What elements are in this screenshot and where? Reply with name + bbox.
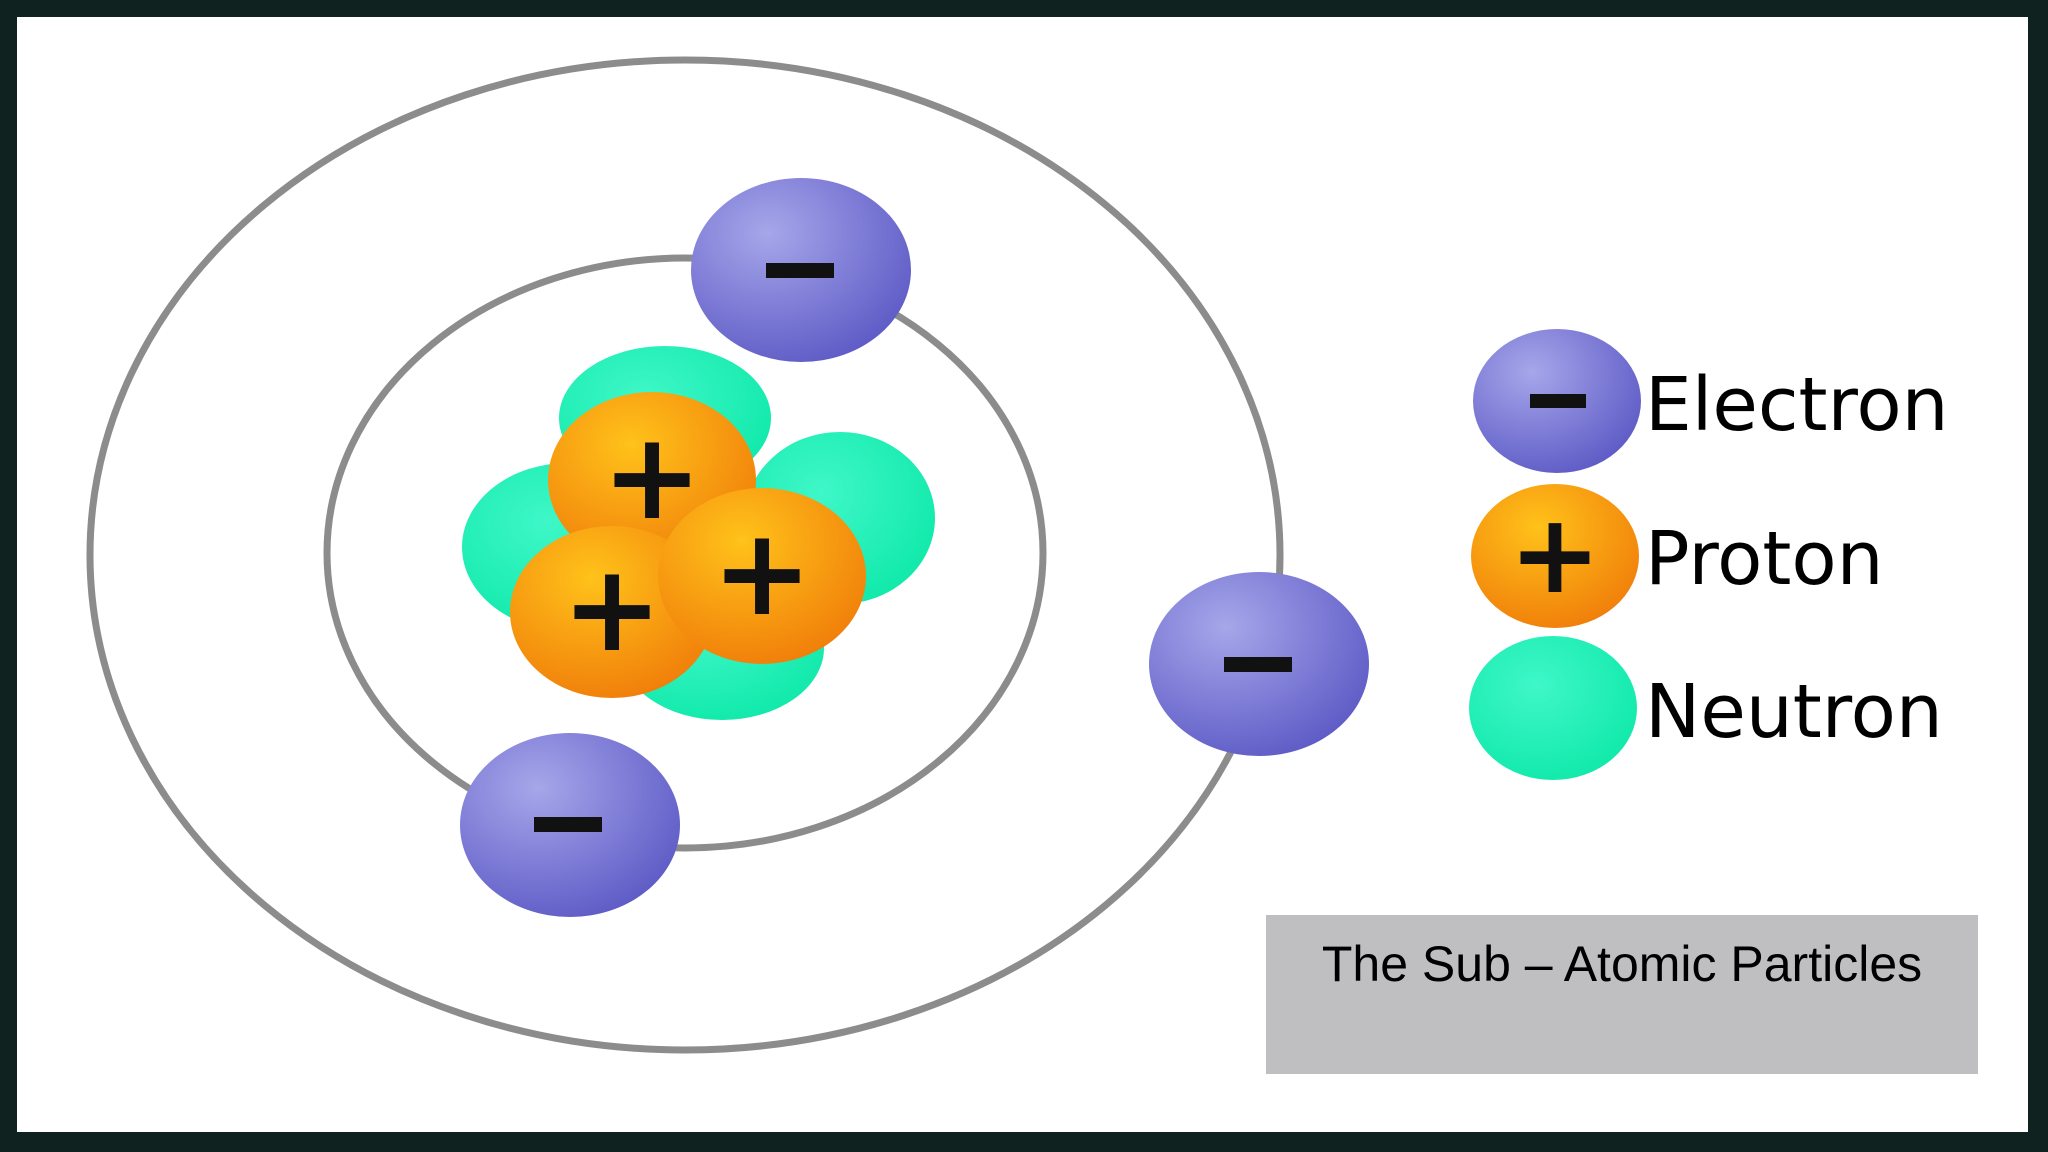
proton-symbol: +: [712, 504, 813, 643]
electron-minus-sign: [766, 263, 834, 278]
legend-label-proton: Proton: [1645, 516, 1884, 602]
inner-orbit: [323, 254, 1047, 852]
caption-title: The Sub – Atomic Particles: [1321, 936, 1923, 992]
caption-box: The Sub – Atomic Particles: [1266, 915, 1978, 1074]
legend-label-neutron: Neutron: [1645, 669, 1943, 755]
electron-minus-sign: [534, 817, 602, 832]
electron: [1149, 572, 1369, 756]
proton: +: [658, 488, 866, 664]
proton-symbol: +: [562, 540, 663, 679]
legend-electron-icon: [1473, 329, 1641, 473]
svg-text:+: +: [1509, 490, 1601, 618]
outer-orbit: [86, 56, 1284, 1054]
nucleus: + + +: [462, 346, 935, 720]
legend-label-electron: Electron: [1645, 362, 1949, 448]
legend-proton-icon: +: [1471, 484, 1639, 628]
electron: [691, 178, 911, 362]
electron: [460, 733, 680, 917]
legend-neutron-icon: [1469, 636, 1637, 780]
electron-minus-sign: [1224, 657, 1292, 672]
